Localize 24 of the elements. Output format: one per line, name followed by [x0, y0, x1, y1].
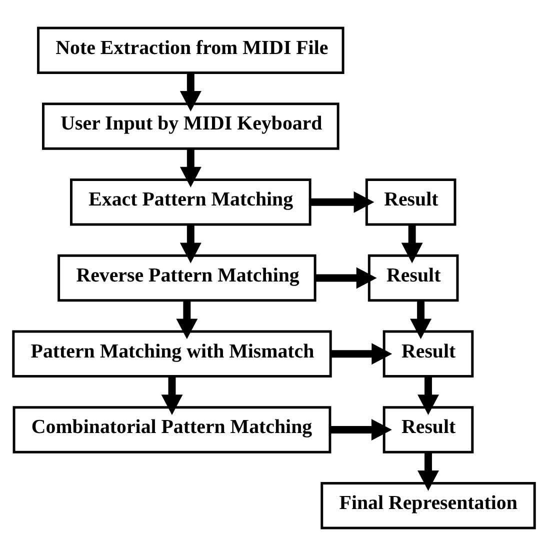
- arrow: [180, 73, 202, 112]
- node-box: Note Extraction from MIDI File: [37, 26, 344, 74]
- node-box: Result: [368, 254, 459, 302]
- arrow: [161, 376, 183, 416]
- arrow: [315, 267, 377, 289]
- arrow: [310, 191, 374, 213]
- node-box: Reverse Pattern Matching: [58, 254, 316, 302]
- node-box: Exact Pattern Matching: [70, 178, 312, 226]
- arrow: [410, 300, 432, 340]
- node-box: Final Representation: [320, 482, 536, 530]
- arrow: [418, 452, 439, 491]
- arrow: [418, 376, 439, 416]
- node-box: Result: [382, 406, 474, 454]
- arrow: [176, 300, 198, 340]
- arrow: [180, 149, 202, 188]
- node-box: Result: [382, 330, 474, 378]
- arrow: [330, 343, 392, 365]
- arrow: [401, 224, 423, 264]
- arrow: [180, 224, 202, 264]
- node-box: Pattern Matching with Mismatch: [12, 330, 332, 378]
- arrow: [330, 419, 392, 440]
- node-box: User Input by MIDI Keyboard: [42, 102, 340, 150]
- node-box: Result: [365, 178, 456, 226]
- node-box: Combinatorial Pattern Matching: [12, 406, 332, 454]
